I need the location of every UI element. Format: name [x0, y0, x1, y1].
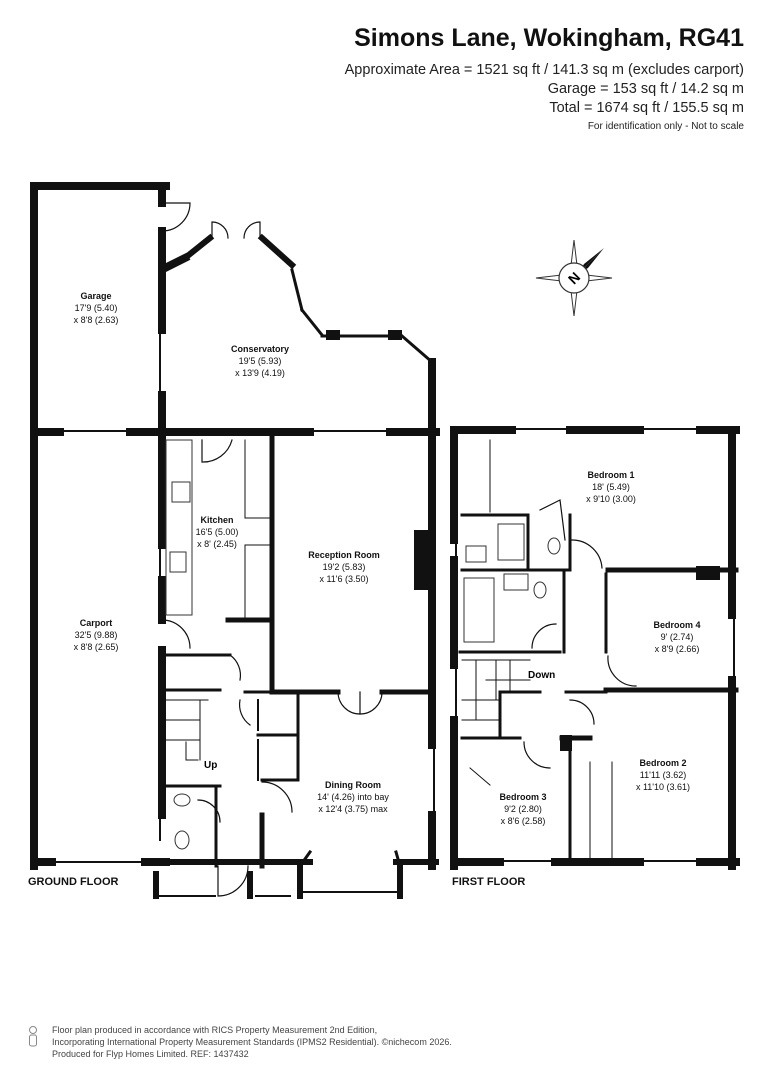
svg-text:x 8'8 (2.63): x 8'8 (2.63) [74, 315, 119, 325]
svg-text:Bedroom 1: Bedroom 1 [587, 470, 634, 480]
svg-text:9'2 (2.80): 9'2 (2.80) [504, 804, 542, 814]
svg-text:32'5 (9.88): 32'5 (9.88) [75, 630, 118, 640]
stairs-down-label: Down [528, 670, 555, 681]
svg-text:Garage: Garage [80, 291, 111, 301]
svg-text:Conservatory: Conservatory [231, 344, 289, 354]
svg-text:x 13'9 (4.19): x 13'9 (4.19) [235, 368, 285, 378]
svg-text:Reception Room: Reception Room [308, 550, 380, 560]
svg-text:Bedroom 3: Bedroom 3 [499, 792, 546, 802]
svg-text:x 11'10 (3.61): x 11'10 (3.61) [636, 782, 690, 792]
room-label-bedroom4: Bedroom 4 9' (2.74) x 8'9 (2.66) [653, 620, 700, 654]
room-label-carport: Carport 32'5 (9.88) x 8'8 (2.65) [74, 618, 119, 652]
room-label-kitchen: Kitchen 16'5 (5.00) x 8' (2.45) [196, 515, 239, 549]
area-total: Total = 1674 sq ft / 155.5 sq m [549, 100, 744, 116]
ground-floor-label: GROUND FLOOR [28, 876, 118, 888]
svg-text:Dining Room: Dining Room [325, 780, 381, 790]
svg-text:x 8' (2.45): x 8' (2.45) [197, 539, 237, 549]
info-icon [29, 1026, 37, 1047]
svg-text:x 8'6 (2.58): x 8'6 (2.58) [501, 816, 546, 826]
svg-text:16'5 (5.00): 16'5 (5.00) [196, 527, 239, 537]
svg-text:Bedroom 2: Bedroom 2 [639, 758, 686, 768]
svg-text:x 11'6 (3.50): x 11'6 (3.50) [319, 574, 368, 584]
room-label-bedroom3: Bedroom 3 9'2 (2.80) x 8'6 (2.58) [499, 792, 546, 826]
room-label-bedroom1: Bedroom 1 18' (5.49) x 9'10 (3.00) [586, 470, 636, 504]
footer-line3: Produced for Flyp Homes Limited. REF: 14… [52, 1049, 249, 1059]
area-approximate: Approximate Area = 1521 sq ft / 141.3 sq… [344, 62, 744, 78]
svg-text:x 9'10 (3.00): x 9'10 (3.00) [586, 494, 636, 504]
svg-text:14' (4.26) into bay: 14' (4.26) into bay [317, 792, 389, 802]
room-label-conservatory: Conservatory 19'5 (5.93) x 13'9 (4.19) [231, 344, 289, 378]
first-floor-walls [450, 426, 740, 870]
room-label-dining: Dining Room 14' (4.26) into bay x 12'4 (… [317, 780, 389, 814]
svg-text:19'5 (5.93): 19'5 (5.93) [239, 356, 282, 366]
footer-line1: Floor plan produced in accordance with R… [52, 1025, 378, 1035]
first-floor-label: FIRST FLOOR [452, 876, 525, 888]
footer: Floor plan produced in accordance with R… [52, 1024, 452, 1060]
room-label-reception: Reception Room 19'2 (5.83) x 11'6 (3.50) [308, 550, 380, 584]
ground-floor-walls [30, 182, 440, 899]
footer-line2: Incorporating International Property Mea… [52, 1037, 452, 1047]
room-label-garage: Garage 17'9 (5.40) x 8'8 (2.63) [74, 291, 119, 325]
svg-text:x 12'4 (3.75) max: x 12'4 (3.75) max [318, 804, 388, 814]
svg-text:Kitchen: Kitchen [200, 515, 233, 525]
compass-icon: N [535, 239, 613, 317]
svg-text:x 8'9 (2.66): x 8'9 (2.66) [655, 644, 700, 654]
svg-text:Carport: Carport [80, 618, 113, 628]
svg-text:11'11 (3.62): 11'11 (3.62) [640, 770, 686, 780]
page-title: Simons Lane, Wokingham, RG41 [354, 24, 744, 52]
svg-text:9' (2.74): 9' (2.74) [661, 632, 694, 642]
area-garage: Garage = 153 sq ft / 14.2 sq m [547, 81, 744, 97]
svg-text:x 8'8 (2.65): x 8'8 (2.65) [74, 642, 119, 652]
svg-text:18' (5.49): 18' (5.49) [592, 482, 630, 492]
svg-text:Bedroom 4: Bedroom 4 [653, 620, 700, 630]
room-label-bedroom2: Bedroom 2 11'11 (3.62) x 11'10 (3.61) [636, 758, 690, 792]
svg-text:17'9 (5.40): 17'9 (5.40) [75, 303, 118, 313]
svg-text:19'2 (5.83): 19'2 (5.83) [323, 562, 366, 572]
identification-note: For identification only - Not to scale [587, 121, 744, 132]
stairs-up-label: Up [204, 760, 217, 771]
